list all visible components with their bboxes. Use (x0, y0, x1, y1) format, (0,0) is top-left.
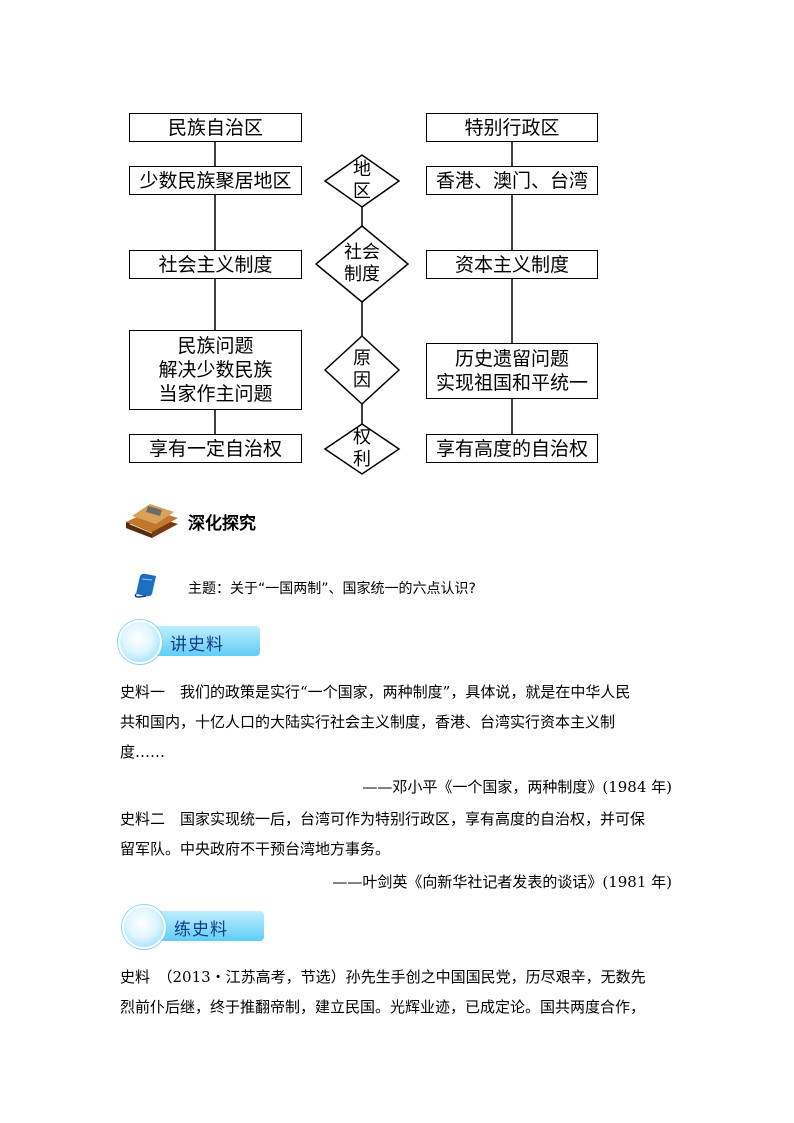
diamond-label-line: 地 (353, 159, 371, 180)
material-3: 史料 （2013・江苏高考，节选）孙先生手创之中国国民党，历尽艰辛，无数先 烈前… (120, 962, 680, 1022)
left-reason-line: 解决少数民族 (158, 359, 273, 381)
left-system-box: 社会主义制度 (129, 250, 302, 279)
material-line: 史料二 国家实现统一后，台湾可作为特别行政区，享有高度的自治权，并可保 (120, 810, 646, 828)
right-region: 香港、澳门、台湾 (435, 169, 588, 192)
right-title-box: 特别行政区 (426, 113, 598, 142)
diamond-right (323, 423, 401, 475)
section-title: 深化探究 (188, 514, 256, 534)
badge-emblem-icon (118, 620, 162, 664)
jiang-badge: 讲史料 (118, 620, 260, 664)
right-system: 资本主义制度 (454, 253, 569, 276)
diamond-label-line: 利 (353, 449, 371, 470)
left-title-box: 民族自治区 (129, 113, 302, 142)
right-region-box: 香港、澳门、台湾 (426, 166, 598, 195)
material-2-source: ——叶剑英《向新华社记者发表的谈话》(1981 年) (332, 873, 672, 891)
diamond-label-line: 因 (353, 370, 371, 391)
right-right: 享有高度的自治权 (435, 437, 588, 460)
left-region: 少数民族聚居地区 (139, 169, 292, 192)
right-right-box: 享有高度的自治权 (426, 434, 598, 463)
left-right-box: 享有一定自治权 (129, 434, 302, 463)
lian-badge: 练史料 (122, 905, 264, 949)
diamond-region (323, 154, 401, 208)
right-system-box: 资本主义制度 (426, 250, 598, 279)
left-reason-line: 当家作主问题 (158, 383, 273, 405)
right-reason-box: 历史遗留问题 实现祖国和平统一 (426, 343, 598, 399)
left-system: 社会主义制度 (158, 253, 273, 276)
lian-label: 练史料 (174, 920, 228, 940)
material-1-source: ——邓小平《一个国家，两种制度》(1984 年) (362, 778, 672, 796)
right-reason-line: 历史遗留问题 (454, 348, 569, 370)
diamond-label-line: 原 (353, 348, 371, 369)
left-reason-line: 民族问题 (177, 335, 254, 357)
diamond-region-label: 地 区 (332, 159, 392, 203)
material-2: 史料二 国家实现统一后，台湾可作为特别行政区，享有高度的自治权，并可保 留军队。… (120, 804, 680, 864)
theme-text: 主题：关于“一国两制”、国家统一的六点认识? (188, 581, 476, 597)
badge-emblem-icon (122, 905, 166, 949)
diamond-right-label: 权 利 (332, 427, 392, 471)
material-line: 共和国内，十亿人口的大陆实行社会主义制度，香港、台湾实行资本主义制 (120, 713, 616, 731)
diamond-system-label: 社会 制度 (332, 242, 392, 286)
diamond-reason-label: 原 因 (332, 348, 392, 392)
left-right: 享有一定自治权 (148, 437, 282, 460)
left-title: 民族自治区 (167, 116, 263, 139)
scroll-icon (134, 573, 156, 598)
right-title: 特别行政区 (464, 116, 560, 139)
right-reason-line: 实现祖国和平统一 (435, 372, 588, 394)
material-line: 烈前仆后继，终于推翻帝制，建立民国。光辉业迹，已成定论。国共两度合作， (120, 998, 646, 1016)
material-line: 留军队。中央政府不干预台湾地方事务。 (120, 840, 391, 858)
material-line: 度…… (120, 743, 166, 761)
diagram-lines (214, 142, 513, 475)
diamond-label-line: 社会 (344, 242, 380, 263)
material-line: 史料一 我们的政策是实行“一个国家，两种制度”，具体说，就是在中华人民 (120, 683, 631, 701)
material-1: 史料一 我们的政策是实行“一个国家，两种制度”，具体说，就是在中华人民 共和国内… (120, 677, 680, 767)
diamond-label-line: 制度 (344, 264, 380, 285)
diamond-system (314, 225, 410, 303)
diamond-reason (323, 334, 401, 406)
jiang-label: 讲史料 (170, 635, 224, 655)
book-icon (126, 504, 178, 538)
diamond-label-line: 权 (353, 427, 371, 448)
left-reason-box: 民族问题 解决少数民族 当家作主问题 (129, 330, 302, 410)
diamond-label-line: 区 (353, 181, 371, 202)
material-line: 史料 （2013・江苏高考，节选）孙先生手创之中国国民党，历尽艰辛，无数先 (120, 968, 646, 986)
left-region-box: 少数民族聚居地区 (129, 166, 302, 195)
